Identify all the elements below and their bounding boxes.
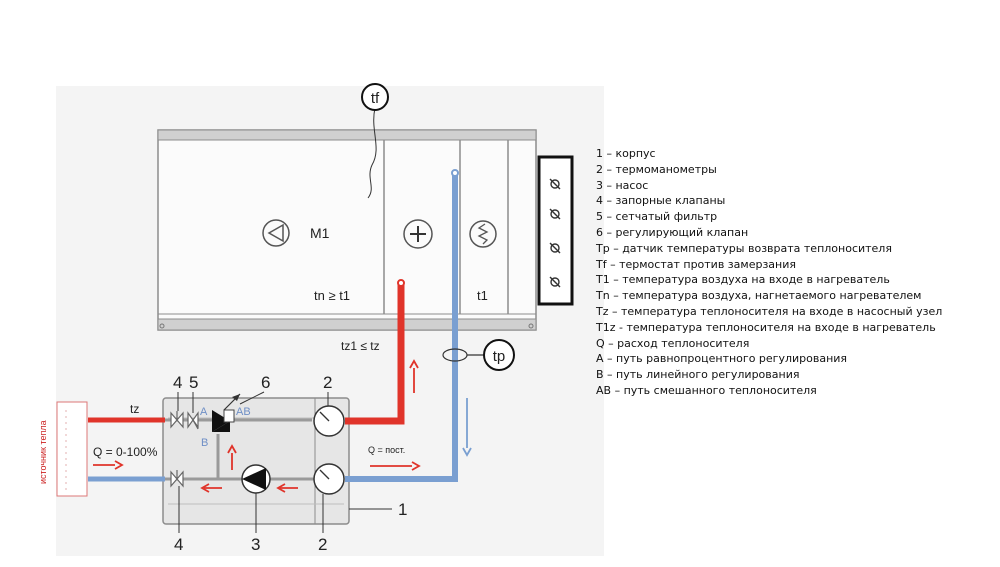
fan-icon — [262, 219, 290, 247]
strainer-icon — [187, 411, 199, 430]
legend-item: A – путь равнопроцентного регулирования — [596, 352, 848, 366]
temp-t1-label: t1 — [477, 288, 488, 303]
flow-const-label: Q = пост. — [368, 445, 405, 455]
legend-item: 5 – сетчатый фильтр — [596, 210, 718, 224]
heat-source — [56, 401, 88, 497]
legend-item: 4 – запорные клапаны — [596, 194, 726, 208]
supply-tz-label: tz — [130, 402, 139, 416]
heater-icon — [403, 219, 433, 249]
air-handling-unit — [157, 129, 537, 331]
legend-item: 3 – насос — [596, 178, 649, 192]
damper-panel — [537, 155, 574, 306]
legend-item: T1 – температура воздуха на входе в нагр… — [596, 273, 890, 287]
callout-1: 1 — [398, 500, 407, 519]
shutoff-valve-icon — [170, 411, 184, 488]
section-m1-label: M1 — [310, 225, 330, 241]
callout-4-top: 4 — [173, 373, 182, 392]
legend-item: 1 – корпус — [596, 147, 656, 160]
control-valve-icon — [212, 393, 241, 432]
legend-item: Q – расход теплоносителя — [596, 336, 750, 350]
valve-port-b-label: B — [201, 437, 208, 449]
legend-item: B – путь линейного регулирования — [596, 368, 800, 382]
pump-icon — [241, 464, 271, 494]
callout-leaders — [177, 391, 392, 533]
callout-5: 5 — [189, 373, 198, 392]
valve-port-ab-label: AB — [236, 406, 251, 418]
legend-item: AB – путь смешанного теплоносителя — [596, 383, 817, 397]
sensor-tp-label: tp — [493, 348, 506, 365]
flow-arrow-icon — [93, 359, 472, 493]
temp-tz1-tz-label: tz1 ≤ tz — [341, 339, 380, 353]
legend-item: Tz – температура теплоносителя на входе … — [596, 304, 943, 318]
legend-item: T1z - температура теплоносителя на входе… — [596, 320, 936, 334]
flow-q-label: Q = 0-100% — [93, 445, 158, 459]
thermomanometer-icon — [313, 405, 345, 495]
callout-3: 3 — [251, 535, 260, 554]
legend-item: Tp – датчик температуры возврата теплоно… — [596, 241, 892, 255]
antifreeze-thermostat-tf — [361, 83, 389, 199]
legend-item: Tf – термостат против замерзания — [596, 257, 796, 271]
filter-icon — [469, 220, 497, 248]
legend-item: Tn – температура воздуха, нагнетаемого н… — [596, 289, 922, 303]
return-temp-sensor-tp — [442, 339, 515, 371]
callout-4-bottom: 4 — [174, 535, 183, 554]
legend-item: 6 – регулирующий клапан — [596, 225, 749, 239]
legend-item: 2 – термоманометры — [596, 162, 717, 176]
sensor-tf-label: tf — [371, 90, 380, 107]
callout-2-bottom: 2 — [318, 535, 327, 554]
legend: 1 – корпус 2 – термоманометры 3 – насос … — [596, 146, 942, 399]
temp-tn-t1-label: tn ≥ t1 — [314, 288, 350, 303]
pump-unit-housing — [162, 397, 350, 525]
callout-2-top: 2 — [323, 373, 332, 392]
heat-source-label: источник тепла — [38, 420, 48, 484]
damper-icon — [549, 178, 561, 288]
valve-port-a-label: A — [200, 406, 208, 418]
callout-6: 6 — [261, 373, 270, 392]
